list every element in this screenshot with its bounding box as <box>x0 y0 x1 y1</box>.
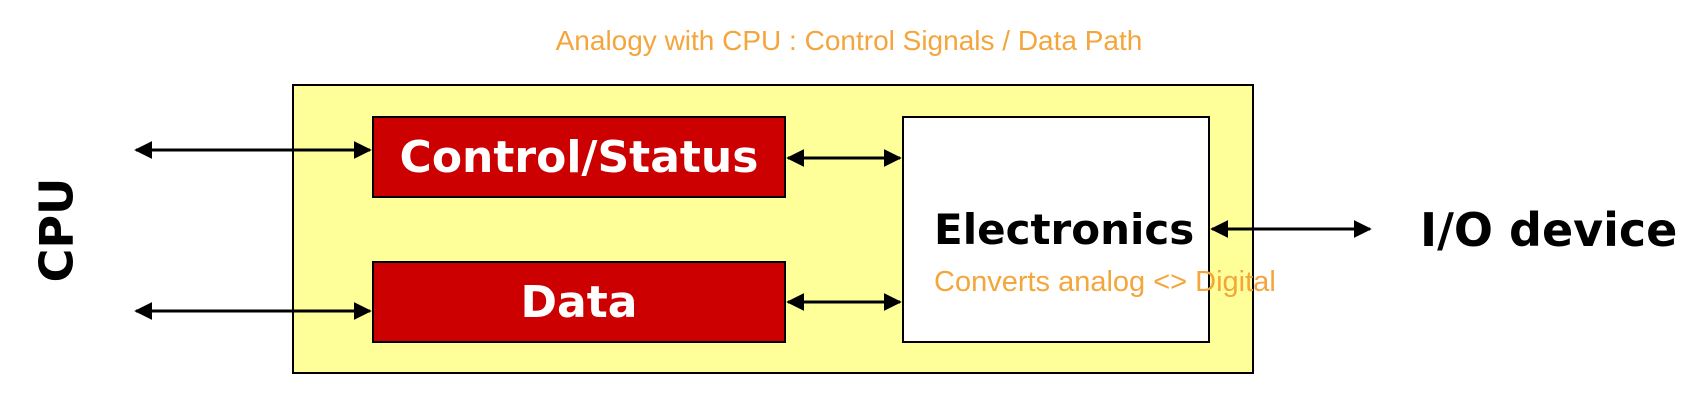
electronics-box <box>902 116 1210 343</box>
io-device-label: I/O device <box>1420 203 1678 257</box>
data-register: Data <box>372 261 786 343</box>
electronics-label: Electronics <box>934 205 1195 254</box>
control-status-register: Control/Status <box>372 116 786 198</box>
diagram-caption: Analogy with CPU : Control Signals / Dat… <box>555 25 1143 56</box>
electronics-caption: Converts analog <> Digital <box>934 266 1276 298</box>
